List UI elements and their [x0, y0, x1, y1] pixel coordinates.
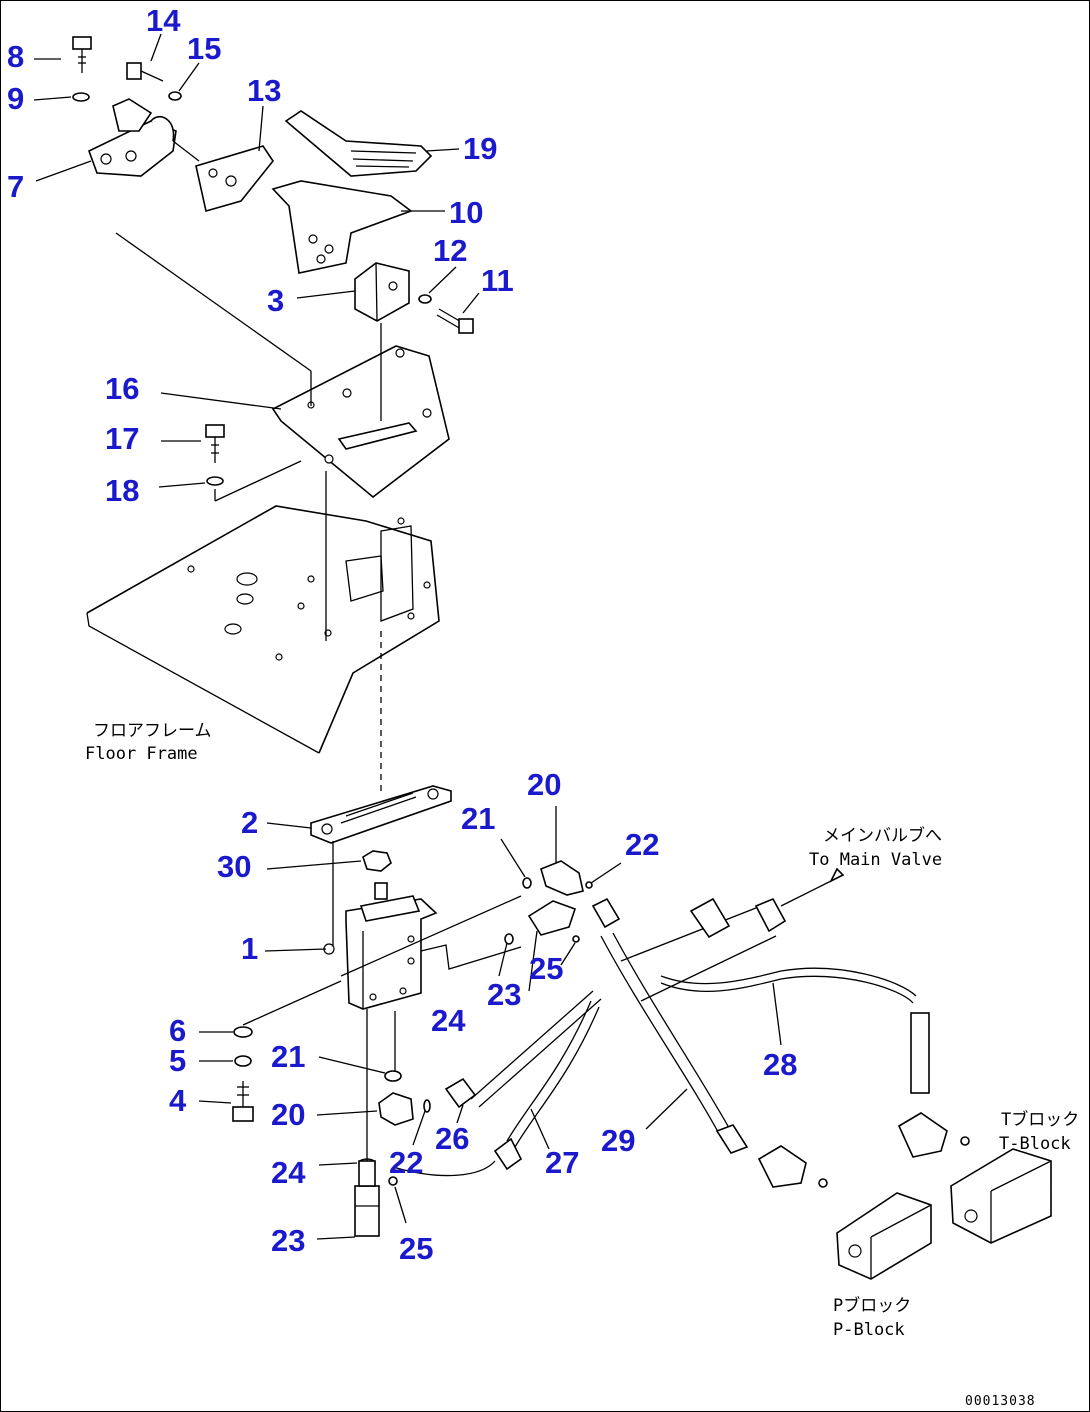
- washer-part-9: [72, 92, 90, 102]
- elbow-fitting-part-20-upper: [540, 841, 584, 896]
- oring-part-21-lower: [384, 1070, 402, 1082]
- fitting-to-t-block: [897, 1112, 970, 1158]
- callout-23-lower: 23: [271, 1223, 305, 1258]
- pedal-plate-part-10: [271, 180, 413, 274]
- p-block-label-en: P-Block: [833, 1320, 905, 1340]
- callout-leader-lines: [33, 33, 782, 1240]
- elbow-fitting-part-20-lower: [378, 1092, 414, 1126]
- callout-27: 27: [545, 1145, 579, 1180]
- washer-part-12: [418, 294, 432, 304]
- pivot-block-part-3: [354, 262, 410, 322]
- oring-part-25-upper: [572, 935, 580, 943]
- drawing-code: 00013038: [965, 1394, 1036, 1409]
- oring-part-21-upper: [522, 877, 532, 889]
- lever-part-13: [172, 140, 274, 213]
- callout-5: 5: [169, 1043, 186, 1078]
- oring-part-25-lower: [388, 1176, 398, 1186]
- hose-part-28: [660, 967, 930, 1094]
- callout-14: 14: [146, 3, 181, 38]
- callout-21-lower: 21: [271, 1039, 305, 1074]
- callout-6: 6: [169, 1013, 186, 1048]
- main-valve-label-en: To Main Valve: [809, 850, 942, 870]
- p-block-label-jp: Pブロック: [833, 1295, 911, 1316]
- t-block: [950, 1148, 1052, 1244]
- callout-17: 17: [105, 421, 139, 456]
- callout-11: 11: [481, 263, 514, 298]
- callout-18: 18: [105, 473, 139, 508]
- callout-22-lower: 22: [389, 1145, 423, 1180]
- bolt-part-8: [72, 36, 92, 73]
- oring-part-22-lower: [423, 1099, 431, 1113]
- main-valve-label-jp: メインバルブへ: [823, 825, 942, 846]
- callout-8: 8: [7, 39, 24, 74]
- annotations: フロアフレーム Floor Frame メインバルブへ To Main Valv…: [85, 721, 1079, 1409]
- t-block-label-jp: Tブロック: [1001, 1109, 1079, 1130]
- callout-30: 30: [217, 849, 251, 884]
- callout-7: 7: [7, 169, 24, 204]
- callout-numbers: 8 14 15 9 13 7 19 10 12 3 11 16 17 18 20…: [7, 3, 797, 1266]
- hose-part-26: [444, 990, 602, 1109]
- callout-9: 9: [7, 81, 24, 116]
- callout-15: 15: [187, 31, 221, 66]
- callout-3: 3: [267, 283, 284, 318]
- oring-part-24-upper: [504, 933, 514, 945]
- callout-26: 26: [435, 1121, 469, 1156]
- brake-valve-part-1: [323, 882, 438, 1010]
- callout-19: 19: [463, 131, 497, 166]
- callout-13: 13: [247, 73, 281, 108]
- p-block: [836, 1192, 932, 1280]
- callout-20-upper: 20: [527, 767, 561, 802]
- callout-16: 16: [105, 371, 139, 406]
- pedal-part-19: [284, 110, 433, 177]
- bolt-part-17: [205, 424, 225, 463]
- floor-frame-label-jp: フロアフレーム: [93, 721, 212, 741]
- t-block-label-en: T-Block: [999, 1134, 1071, 1154]
- callout-25-upper: 25: [529, 951, 563, 986]
- hose-part-29: [591, 897, 749, 1154]
- callout-28: 28: [763, 1047, 797, 1082]
- adapter-part-23-upper: [527, 900, 577, 936]
- bolt-part-11: [436, 308, 474, 334]
- callout-21-upper: 21: [461, 801, 495, 836]
- callout-24-upper: 24: [431, 1003, 466, 1038]
- oring-part-22-upper: [585, 881, 593, 889]
- adapter-part-23-lower: [354, 1160, 380, 1237]
- callout-25-lower: 25: [399, 1231, 433, 1266]
- hose-bundle-to-main-valve: [620, 867, 845, 1002]
- hose-part-27: [392, 1000, 600, 1177]
- washer-part-18: [206, 476, 224, 486]
- callout-2: 2: [241, 805, 258, 840]
- callout-4: 4: [169, 1083, 187, 1118]
- cover-plate-part-16: [271, 345, 450, 499]
- bolt-part-4: [232, 1081, 254, 1122]
- washer-part-15: [168, 91, 182, 101]
- callout-10: 10: [449, 195, 483, 230]
- fitting-to-p-block: [757, 1145, 828, 1188]
- washer-part-6: [233, 1026, 253, 1038]
- bracket-part-7: [88, 98, 177, 177]
- floor-frame: [86, 505, 440, 754]
- callout-24-lower: 24: [271, 1155, 306, 1190]
- callout-12: 12: [433, 233, 467, 268]
- callout-20-lower: 20: [271, 1097, 305, 1132]
- washer-part-5: [234, 1055, 252, 1067]
- callout-1: 1: [241, 931, 258, 966]
- mount-plate-part-2: [310, 785, 452, 844]
- callout-29: 29: [601, 1123, 635, 1158]
- callout-23-upper: 23: [487, 977, 521, 1012]
- leader-line: [115, 232, 312, 372]
- floor-frame-label-en: Floor Frame: [85, 744, 198, 764]
- callout-22-upper: 22: [625, 827, 659, 862]
- bolt-part-14: [126, 62, 164, 82]
- nut-part-30: [362, 850, 392, 872]
